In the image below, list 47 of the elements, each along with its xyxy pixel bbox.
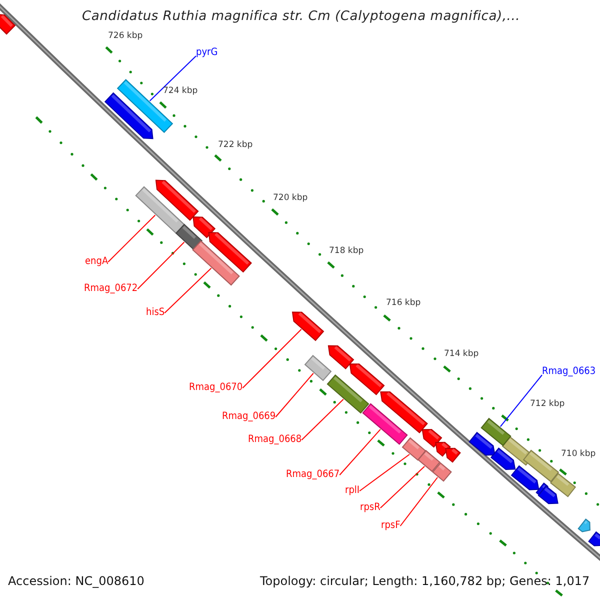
position-label: 712 kbp — [530, 399, 565, 409]
gene-bar — [418, 450, 440, 472]
gene-bar — [432, 462, 452, 482]
position-label: 724 kbp — [163, 86, 198, 96]
gene-name: pyrG — [196, 47, 218, 59]
position-label: 718 kbp — [329, 246, 364, 256]
gene-bar — [402, 437, 426, 461]
position-label: 714 kbp — [444, 349, 479, 359]
gene-name: rplI — [345, 485, 360, 497]
leader-line — [301, 398, 344, 440]
leader-line — [149, 56, 196, 102]
gene-bar — [362, 403, 408, 445]
leader-line — [339, 428, 381, 476]
leader-line — [242, 328, 302, 388]
map-title: Candidatus Ruthia magnifica str. Cm (Calyptogena magnifica),... — [82, 9, 520, 24]
gene-name: hisS — [146, 307, 165, 319]
gene-bar — [292, 312, 324, 342]
gene-name: Rmag_0670 — [189, 382, 243, 394]
leader-line — [380, 466, 425, 508]
leader-line — [164, 268, 212, 314]
gene-bar — [192, 240, 240, 286]
leader-line — [500, 374, 542, 428]
accession-text: Accession: NC_008610 — [8, 574, 144, 588]
leader-line — [108, 214, 156, 262]
gene-name: Rmag_0668 — [248, 434, 302, 446]
leader-line — [400, 476, 438, 526]
gene-bar — [304, 354, 332, 382]
gene-bar — [135, 186, 185, 234]
position-label: 710 kbp — [561, 449, 596, 459]
position-label: 720 kbp — [273, 193, 308, 203]
leader-line — [359, 454, 410, 492]
gene-name: Rmag_0672 — [84, 283, 138, 295]
position-label: 726 kbp — [108, 31, 143, 41]
leader-line — [137, 242, 185, 290]
gene-name: Rmag_0663 — [542, 366, 596, 378]
gene-name: Rmag_0667 — [286, 469, 340, 481]
gene-name: Rmag_0669 — [222, 411, 276, 423]
gene-name: rpsR — [360, 502, 380, 514]
gene-bar — [175, 224, 203, 250]
genome-info-text: Topology: circular; Length: 1,160,782 bp; Genes: 1,017 — [260, 574, 590, 588]
position-label: 722 kbp — [218, 140, 253, 150]
gene-name: engA — [85, 256, 108, 268]
leader-line — [275, 372, 314, 418]
position-label: 716 kbp — [386, 298, 421, 308]
gene-bar — [480, 418, 512, 446]
gene-name: rpsF — [381, 520, 400, 532]
gene-bar — [326, 374, 370, 414]
